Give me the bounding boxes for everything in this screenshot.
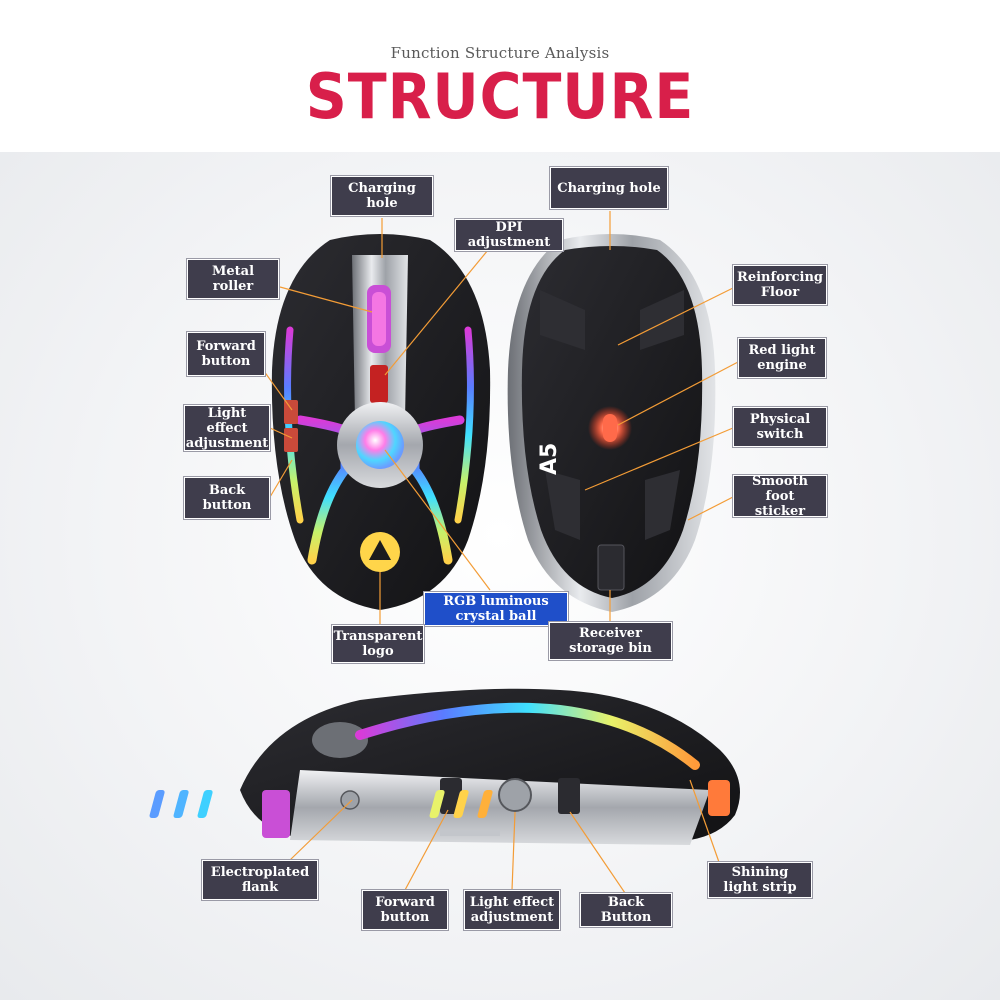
header-background: [0, 0, 1000, 152]
label-side-light-effect-adjustment: Light effect adjustment: [464, 890, 560, 930]
label-reinforcing-floor: Reinforcing Floor: [733, 265, 827, 305]
label-shining-light-strip: Shining light strip: [708, 862, 812, 898]
label-bottom-charging-hole: Charging hole: [550, 167, 668, 209]
top-view-mouse: [271, 234, 491, 610]
label-transparent-logo: Transparent logo: [332, 625, 424, 663]
content-background: [0, 152, 1000, 1000]
label-metal-roller: Metal roller: [187, 259, 279, 299]
page-title: STRUCTURE: [305, 60, 695, 133]
model-mark: A5: [537, 443, 562, 475]
leader-lines: [255, 211, 739, 894]
label-side-forward-button: Forward button: [362, 890, 448, 930]
label-dpi-adjustment: DPI adjustment: [455, 219, 563, 251]
label-side-back-button: Back Button: [580, 893, 672, 927]
label-red-light-engine: Red light engine: [738, 338, 826, 378]
label-top-back-button: Back button: [184, 477, 270, 519]
label-top-light-effect-adjustment: Light effect adjustment: [184, 405, 270, 451]
label-smooth-foot-sticker: Smooth foot sticker: [733, 474, 827, 519]
label-top-charging-hole: Charging hole: [331, 176, 433, 216]
bottom-view-mouse: A5: [507, 234, 716, 612]
side-view-mouse: [149, 688, 740, 845]
label-receiver-storage-bin: Receiver storage bin: [549, 622, 672, 660]
label-rgb-crystal-ball: RGB luminous crystal ball: [424, 592, 568, 626]
page-subtitle: Function Structure Analysis: [390, 44, 610, 62]
label-electroplated-flank: Electroplated flank: [202, 860, 318, 900]
label-physical-switch: Physical switch: [733, 407, 827, 447]
label-top-forward-button: Forward button: [187, 332, 265, 376]
